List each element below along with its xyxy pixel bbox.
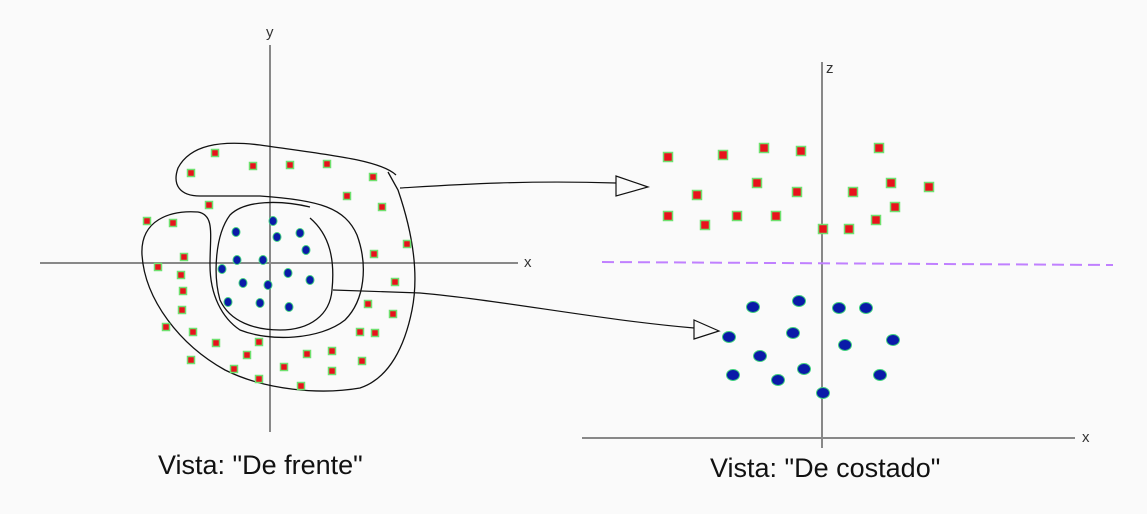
side-red-point (923, 181, 935, 193)
front-red-point (188, 327, 198, 337)
front-red-point (342, 191, 352, 201)
side-red-point (817, 223, 829, 235)
front-red-point (153, 262, 163, 272)
front-red-point (390, 277, 400, 287)
front-red-point (161, 322, 171, 332)
side-blue-point (771, 374, 785, 386)
side-red-point (885, 177, 897, 189)
front-red-point (377, 202, 387, 212)
front-red-point (248, 161, 258, 171)
side-blue-point (886, 334, 900, 346)
side-blue-point (792, 295, 806, 307)
front-red-point (327, 366, 337, 376)
side-red-point (717, 149, 729, 161)
side-red-point (847, 186, 859, 198)
front-red-point (254, 374, 264, 384)
side-red-point (758, 142, 770, 154)
front-red-point (388, 309, 398, 319)
side-red-point (751, 177, 763, 189)
side-red-point (843, 223, 855, 235)
front-red-point (211, 338, 221, 348)
side-view-caption: Vista: "De costado" (710, 453, 941, 483)
side-red-point (731, 210, 743, 222)
front-red-point (363, 299, 373, 309)
front-red-point (168, 218, 178, 228)
front-blue-point (272, 232, 282, 242)
front-red-point (254, 337, 264, 347)
side-blue-point (786, 327, 800, 339)
front-blue-point (258, 255, 268, 265)
arrow-to-blue (332, 289, 721, 340)
side-blue-point (816, 387, 830, 399)
side-blue-point (726, 369, 740, 381)
front-red-point (142, 216, 152, 226)
front-red-point (229, 364, 239, 374)
side-blue-point (746, 301, 760, 313)
front-red-point (322, 159, 332, 169)
front-red-point (369, 249, 379, 259)
front-red-point (186, 168, 196, 178)
side-x-axis-label: x (1082, 429, 1090, 446)
front-red-point (204, 200, 214, 210)
side-blue-point (859, 302, 873, 314)
front-blue-point (223, 297, 233, 307)
separator-plane (601, 261, 1114, 266)
front-blue-point (301, 245, 311, 255)
inner-lasso (215, 201, 334, 331)
front-red-point (355, 327, 365, 337)
side-blue-point (873, 369, 887, 381)
side-red-point (870, 214, 882, 226)
front-blue-point (305, 275, 315, 285)
side-z-axis-label: z (826, 60, 834, 77)
front-blue-point (238, 278, 248, 288)
side-blue-point (722, 331, 736, 343)
front-red-point (186, 355, 196, 365)
front-red-point (402, 239, 412, 249)
arrow-to-red (399, 175, 651, 197)
front-y-axis-label: y (266, 24, 274, 41)
front-red-point (285, 160, 295, 170)
front-blue-point (284, 302, 294, 312)
side-blue-point (838, 339, 852, 351)
front-red-point (302, 349, 312, 359)
side-red-point (873, 142, 885, 154)
front-blue-point (268, 216, 278, 226)
front-blue-point (295, 228, 305, 238)
front-red-point (178, 286, 188, 296)
front-x-axis-label: x (524, 254, 532, 271)
side-red-point (770, 210, 782, 222)
front-blue-point (232, 255, 242, 265)
outer-lasso (141, 142, 416, 392)
front-blue-point (231, 227, 241, 237)
front-red-point (357, 356, 367, 366)
front-blue-point (255, 298, 265, 308)
side-red-point (662, 151, 674, 163)
front-red-point (176, 270, 186, 280)
side-red-point (795, 145, 807, 157)
side-blue-point (832, 302, 846, 314)
front-red-point (177, 305, 187, 315)
side-blue-point (797, 363, 811, 375)
front-red-point (279, 362, 289, 372)
side-red-point (889, 201, 901, 213)
front-red-point (327, 346, 337, 356)
side-red-point (662, 210, 674, 222)
front-blue-point (217, 264, 227, 274)
side-red-point (791, 186, 803, 198)
side-red-point (691, 189, 703, 201)
front-red-point (368, 172, 378, 182)
front-red-point (370, 328, 380, 338)
side-blue-point (753, 350, 767, 362)
front-blue-point (263, 280, 273, 290)
front-red-point (296, 381, 306, 391)
side-red-point (699, 219, 711, 231)
front-red-point (242, 350, 252, 360)
front-view-caption: Vista: "De frente" (158, 450, 363, 480)
front-red-point (179, 252, 189, 262)
front-blue-point (283, 268, 293, 278)
front-red-point (210, 148, 220, 158)
